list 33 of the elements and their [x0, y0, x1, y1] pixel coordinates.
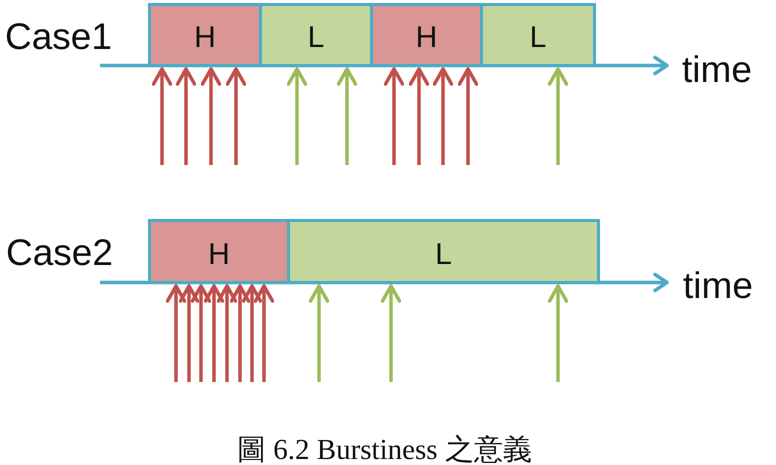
arrow: [254, 284, 274, 382]
arrow: [178, 284, 200, 382]
arrow: [226, 67, 246, 165]
figure-caption: 圖 6.2 Burstiness 之意義: [237, 436, 532, 465]
arrow: [548, 284, 568, 382]
interval-box: L: [262, 3, 373, 67]
arrow: [152, 67, 172, 165]
interval-box: H: [373, 3, 483, 67]
arrow: [166, 284, 186, 382]
arrow: [216, 284, 238, 382]
arrow: [336, 67, 358, 165]
arrow: [204, 284, 224, 382]
interval-box: L: [483, 3, 596, 67]
case-label: Case2: [6, 234, 113, 271]
arrow: [458, 67, 478, 165]
arrow: [176, 67, 196, 165]
arrow: [242, 284, 262, 382]
arrow: [230, 284, 250, 382]
interval-box: H: [148, 219, 290, 284]
interval-box: L: [290, 219, 600, 284]
arrow: [190, 284, 212, 382]
arrow: [286, 67, 308, 165]
arrow: [200, 67, 222, 165]
interval-box: H: [148, 3, 262, 67]
axis-label: time: [683, 267, 753, 304]
arrow: [384, 67, 404, 165]
arrow: [380, 284, 402, 382]
case-label: Case1: [5, 18, 112, 55]
arrow: [548, 67, 568, 165]
arrow: [432, 67, 454, 165]
arrow: [408, 67, 430, 165]
arrow: [308, 284, 330, 382]
axis-label: time: [682, 51, 752, 88]
